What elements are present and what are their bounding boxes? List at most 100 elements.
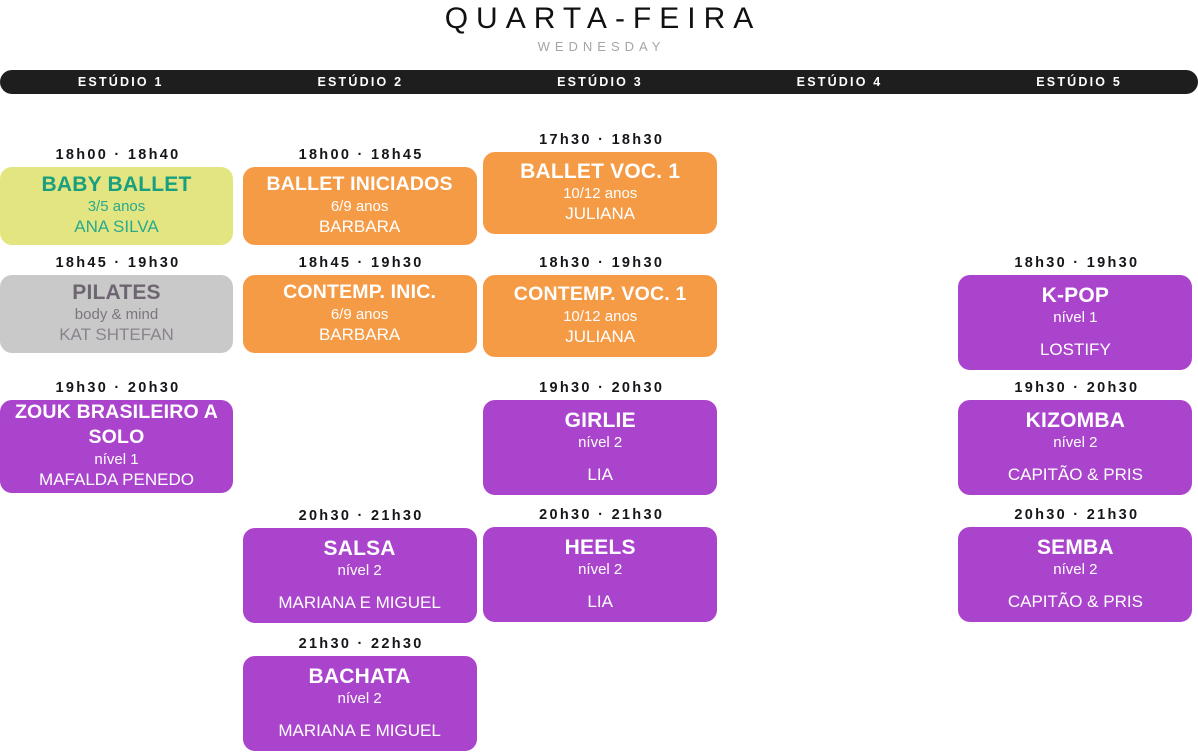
class-teacher: LOSTIFY <box>1039 339 1111 359</box>
class-teacher: MARIANA E MIGUEL <box>278 592 441 612</box>
class-title: PILATES <box>72 281 161 304</box>
class-teacher: LIA <box>587 464 613 484</box>
class-title: SALSA <box>323 536 396 560</box>
class-teacher: CAPITÃO & PRIS <box>1007 464 1143 484</box>
class-level: nível 2 <box>1053 433 1098 451</box>
class-spacer <box>491 452 709 464</box>
class-time-label: 21h30 · 22h30 <box>298 636 424 652</box>
class-level: nível 1 <box>1053 308 1098 326</box>
class-teacher: JULIANA <box>565 204 636 223</box>
class-title: BABY BALLET <box>41 173 192 196</box>
class-time-label: 18h00 · 18h45 <box>298 147 424 163</box>
class-time-label: 17h30 · 18h30 <box>539 132 665 148</box>
class-level: nível 2 <box>337 561 382 579</box>
studio-header-4: ESTÚDIO 4 <box>796 75 883 89</box>
class-time-label: 18h45 · 19h30 <box>55 255 181 271</box>
class-spacer <box>966 579 1184 591</box>
class-level: nível 1 <box>94 451 139 468</box>
class-teacher: MARIANA E MIGUEL <box>278 720 441 740</box>
class-title: CONTEMP. INIC. <box>283 281 437 303</box>
page-header: QUARTA-FEIRA WEDNESDAY <box>0 0 1198 56</box>
class-time-label: 20h30 · 21h30 <box>298 508 424 524</box>
class-title: SEMBA <box>1036 535 1114 559</box>
class-title: GIRLIE <box>564 408 636 432</box>
class-title: BALLET VOC. 1 <box>520 160 681 183</box>
class-teacher: JULIANA <box>565 327 636 346</box>
studio-header-1: ESTÚDIO 1 <box>77 75 164 89</box>
studio-header-2: ESTÚDIO 2 <box>317 75 404 89</box>
class-time-label: 19h30 · 20h30 <box>55 380 181 396</box>
class-title: HEELS <box>564 535 636 559</box>
class-age-range: body & mind <box>74 306 159 323</box>
class-teacher: BARBARA <box>318 217 401 236</box>
class-time-label: 18h30 · 19h30 <box>1014 255 1140 271</box>
studio-header-3: ESTÚDIO 3 <box>557 75 643 89</box>
class-level: nível 2 <box>578 560 623 578</box>
class-level: nível 2 <box>1053 560 1098 578</box>
class-teacher: ANA SILVA <box>74 217 159 236</box>
studio-header-5: ESTÚDIO 5 <box>1036 75 1123 89</box>
class-time-label: 20h30 · 21h30 <box>539 507 665 523</box>
class-teacher: MAFALDA PENEDO <box>39 470 194 489</box>
class-age-range: 10/12 anos <box>563 308 638 325</box>
class-time-label: 20h30 · 21h30 <box>1014 507 1140 523</box>
page-title: QUARTA-FEIRA <box>444 2 762 35</box>
class-spacer <box>251 708 469 720</box>
class-teacher: KAT SHTEFAN <box>59 325 174 344</box>
class-teacher: BARBARA <box>318 325 401 344</box>
class-time-label: 18h30 · 19h30 <box>539 255 665 271</box>
class-level: nível 2 <box>578 433 623 451</box>
class-title: BALLET INICIADOS <box>266 173 453 195</box>
studio-header-bar: ESTÚDIO 1 ESTÚDIO 2 ESTÚDIO 3 ESTÚDIO 4 ESTÚ… <box>0 70 1198 94</box>
class-spacer <box>491 579 709 591</box>
class-time-label: 19h30 · 20h30 <box>1014 380 1140 396</box>
class-age-range: 6/9 anos <box>330 198 389 215</box>
class-spacer <box>966 452 1184 464</box>
class-title: KIZOMBA <box>1025 408 1126 432</box>
class-age-range: 3/5 anos <box>87 198 146 215</box>
class-title: CONTEMP. VOC. 1 <box>513 283 687 305</box>
class-time-label: 18h45 · 19h30 <box>298 255 424 271</box>
class-title: BACHATA <box>308 664 411 688</box>
class-age-range: 6/9 anos <box>330 306 389 323</box>
class-teacher: CAPITÃO & PRIS <box>1007 591 1143 611</box>
class-teacher: LIA <box>587 591 613 611</box>
class-time-label: 18h00 · 18h40 <box>55 147 181 163</box>
page-subtitle: WEDNESDAY <box>537 39 666 54</box>
class-time-label: 19h30 · 20h30 <box>539 380 665 396</box>
class-title: K-POP <box>1041 283 1110 307</box>
